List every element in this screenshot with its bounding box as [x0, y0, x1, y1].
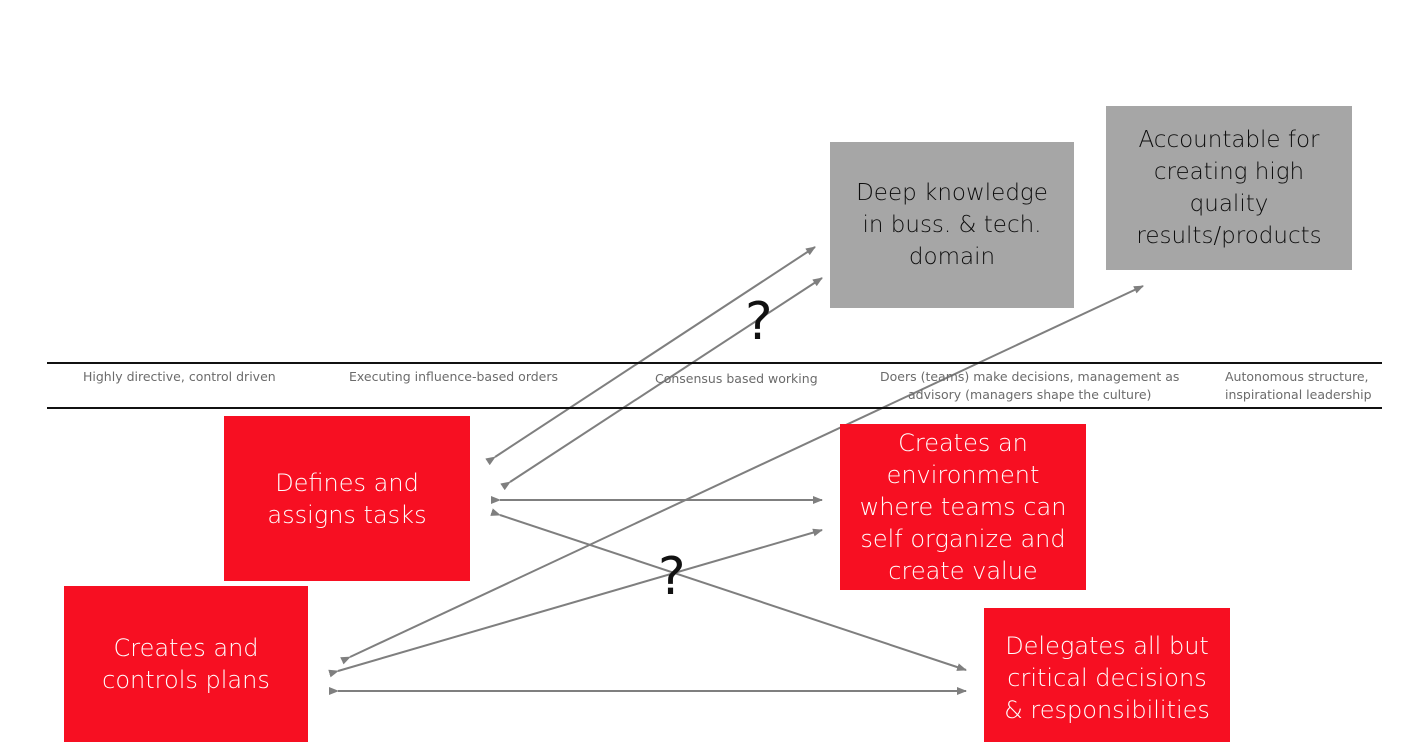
scale-label-influence-based: Executing influence-based orders	[349, 369, 559, 384]
box-accountable: Accountable for creating high quality re…	[1106, 106, 1352, 270]
scale-label-autonomous: Autonomous structure, inspirational lead…	[1225, 369, 1372, 402]
scale-label-consensus: Consensus based working	[655, 371, 818, 386]
box-deep-knowledge: Deep knowledge in buss. & tech. domain	[830, 142, 1074, 308]
scale-top-divider	[47, 362, 1382, 364]
scale-bottom-divider	[47, 407, 1382, 409]
box-creates-environment: Creates an environment where teams can s…	[840, 424, 1086, 590]
scale-label-doers-decide: Doers (teams) make decisions, management…	[880, 369, 1180, 402]
question-mark-lower: ?	[658, 547, 686, 607]
arrow-defines-to-deep-knowledge-1	[485, 246, 816, 466]
box-defines-and-assigns-tasks: Defines and assigns tasks	[224, 416, 470, 581]
box-creates-and-controls-plans: Creates and controls plans	[64, 586, 308, 742]
scale-label-highly-directive: Highly directive, control driven	[83, 369, 276, 384]
box-delegates-decisions: Delegates all but critical decisions & r…	[984, 608, 1230, 742]
arrow-plans-to-environment	[328, 528, 823, 678]
question-mark-upper: ?	[745, 292, 773, 352]
